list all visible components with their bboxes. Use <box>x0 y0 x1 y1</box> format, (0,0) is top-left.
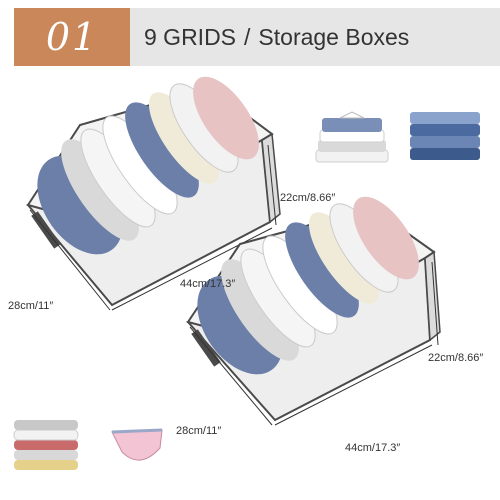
top-box-height-label: 22cm/8.66″ <box>280 192 336 204</box>
height-dim-line <box>267 144 277 226</box>
gray-roll <box>221 259 299 361</box>
denim-roll <box>285 222 359 318</box>
clothes-rolls-bottom <box>197 196 419 375</box>
clothes-rolls-top <box>37 76 259 255</box>
bottom-box-height-label: 22cm/8.66″ <box>428 352 484 364</box>
header-banner: 01 9 GRIDS / Storage Boxes <box>0 0 500 70</box>
length-dim-line <box>274 344 433 426</box>
step-badge: 01 <box>14 8 130 66</box>
denim-roll <box>125 102 199 198</box>
bottom-box-width-label: 28cm/11″ <box>176 425 222 437</box>
top-box-length-label: 44cm/17.3″ <box>180 278 236 290</box>
bottom-box-length-label: 44cm/17.3″ <box>345 442 401 454</box>
title-grids: 9 GRIDS <box>144 23 237 50</box>
folded-shirts-icon <box>315 111 389 163</box>
cream-roll <box>148 92 220 184</box>
title-storage-boxes: Storage Boxes <box>258 23 410 50</box>
folded-towels-icon <box>13 420 79 470</box>
gray-roll <box>61 139 139 241</box>
box-handle <box>191 329 221 367</box>
pink-roll <box>193 76 259 160</box>
height-dim-line <box>431 261 439 346</box>
top-box-width-label: 28cm/11″ <box>8 300 54 312</box>
width-dim-line <box>29 209 111 311</box>
pink-roll <box>353 196 419 280</box>
folded-jeans-icon <box>410 112 480 160</box>
title-bar: 9 GRIDS / Storage Boxes <box>130 8 500 66</box>
cream-roll <box>308 212 380 304</box>
width-dim-line <box>189 326 273 426</box>
title-separator: / <box>244 23 251 50</box>
underwear-icon <box>111 428 163 461</box>
storage-box-bottom <box>186 196 441 422</box>
